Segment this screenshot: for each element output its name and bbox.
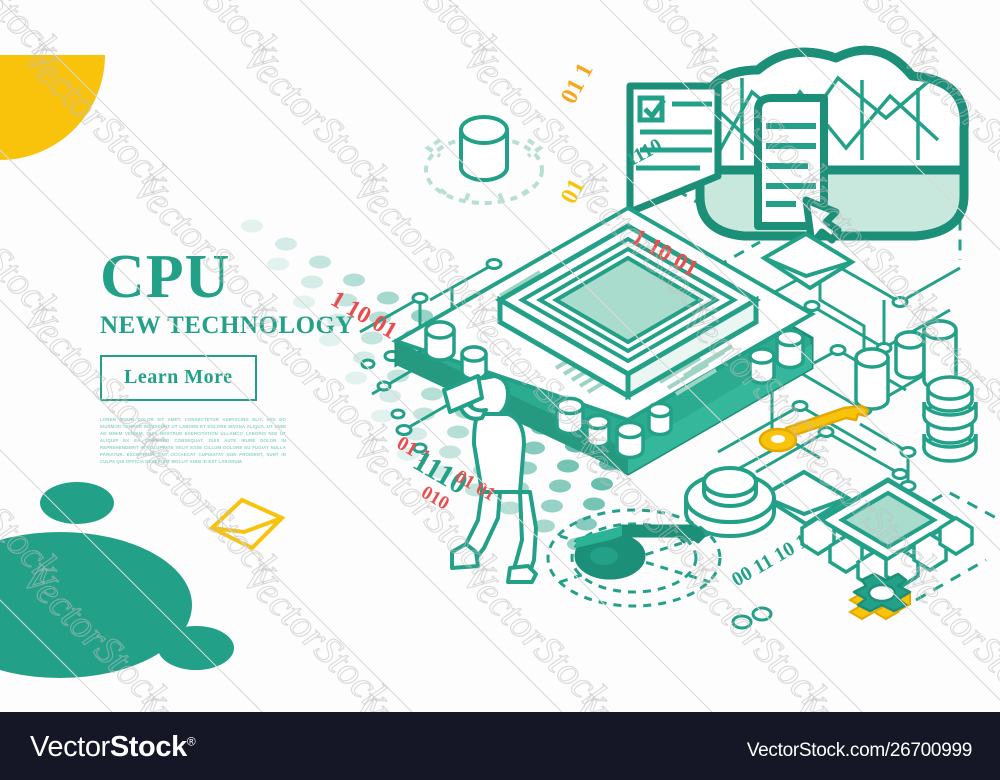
vectorstock-footer: VectorStock® VectorStock.com/26700999: [0, 712, 1000, 780]
grid-dot: [377, 291, 399, 305]
gear-cog: [848, 572, 912, 621]
grid-dot: [387, 369, 409, 383]
page-subtitle: NEW TECHNOLOGY: [100, 311, 355, 339]
grid-dot: [583, 497, 605, 511]
vectorstock-logo: VectorStock®: [30, 731, 196, 764]
grid-dot: [591, 477, 613, 491]
logo-vector-text: Vector: [30, 731, 110, 763]
page-title: CPU: [100, 243, 231, 311]
stacked-coil: [922, 375, 978, 463]
grid-dot: [371, 409, 393, 423]
grid-dot: [447, 425, 469, 439]
grid-dot: [499, 501, 521, 515]
grid-dot: [557, 459, 579, 473]
teal-ellipse-small: [40, 482, 114, 524]
grid-dot: [421, 387, 443, 401]
database-cylinder: [459, 115, 509, 182]
envelope-icon: [208, 497, 286, 551]
logo-stock-text: Stock: [109, 731, 187, 763]
board-envelope-icon: [760, 231, 856, 291]
grid-dot: [379, 389, 401, 403]
shoe-back: [506, 564, 538, 584]
button-knob: [684, 466, 776, 538]
body-paragraph: Lorem ipsum dolor sit amet, consectetur …: [100, 417, 286, 464]
key-icon-large: [574, 524, 706, 580]
document-panel: [754, 94, 842, 248]
poster-text-block: CPU NEW TECHNOLOGY Learn More Lorem ipsu…: [100, 243, 370, 466]
vectorstock-url: VectorStock.com/26700999: [746, 740, 972, 761]
registered-mark: ®: [186, 734, 196, 749]
grid-dot: [523, 441, 545, 455]
grid-dot: [549, 479, 571, 493]
small-rings: [731, 606, 773, 630]
teal-ellipse-mid: [158, 626, 234, 670]
grid-dot: [541, 499, 563, 513]
grid-dot: [241, 219, 263, 233]
learn-more-button[interactable]: Learn More: [100, 355, 257, 402]
yellow-half-circle: [0, 55, 105, 160]
